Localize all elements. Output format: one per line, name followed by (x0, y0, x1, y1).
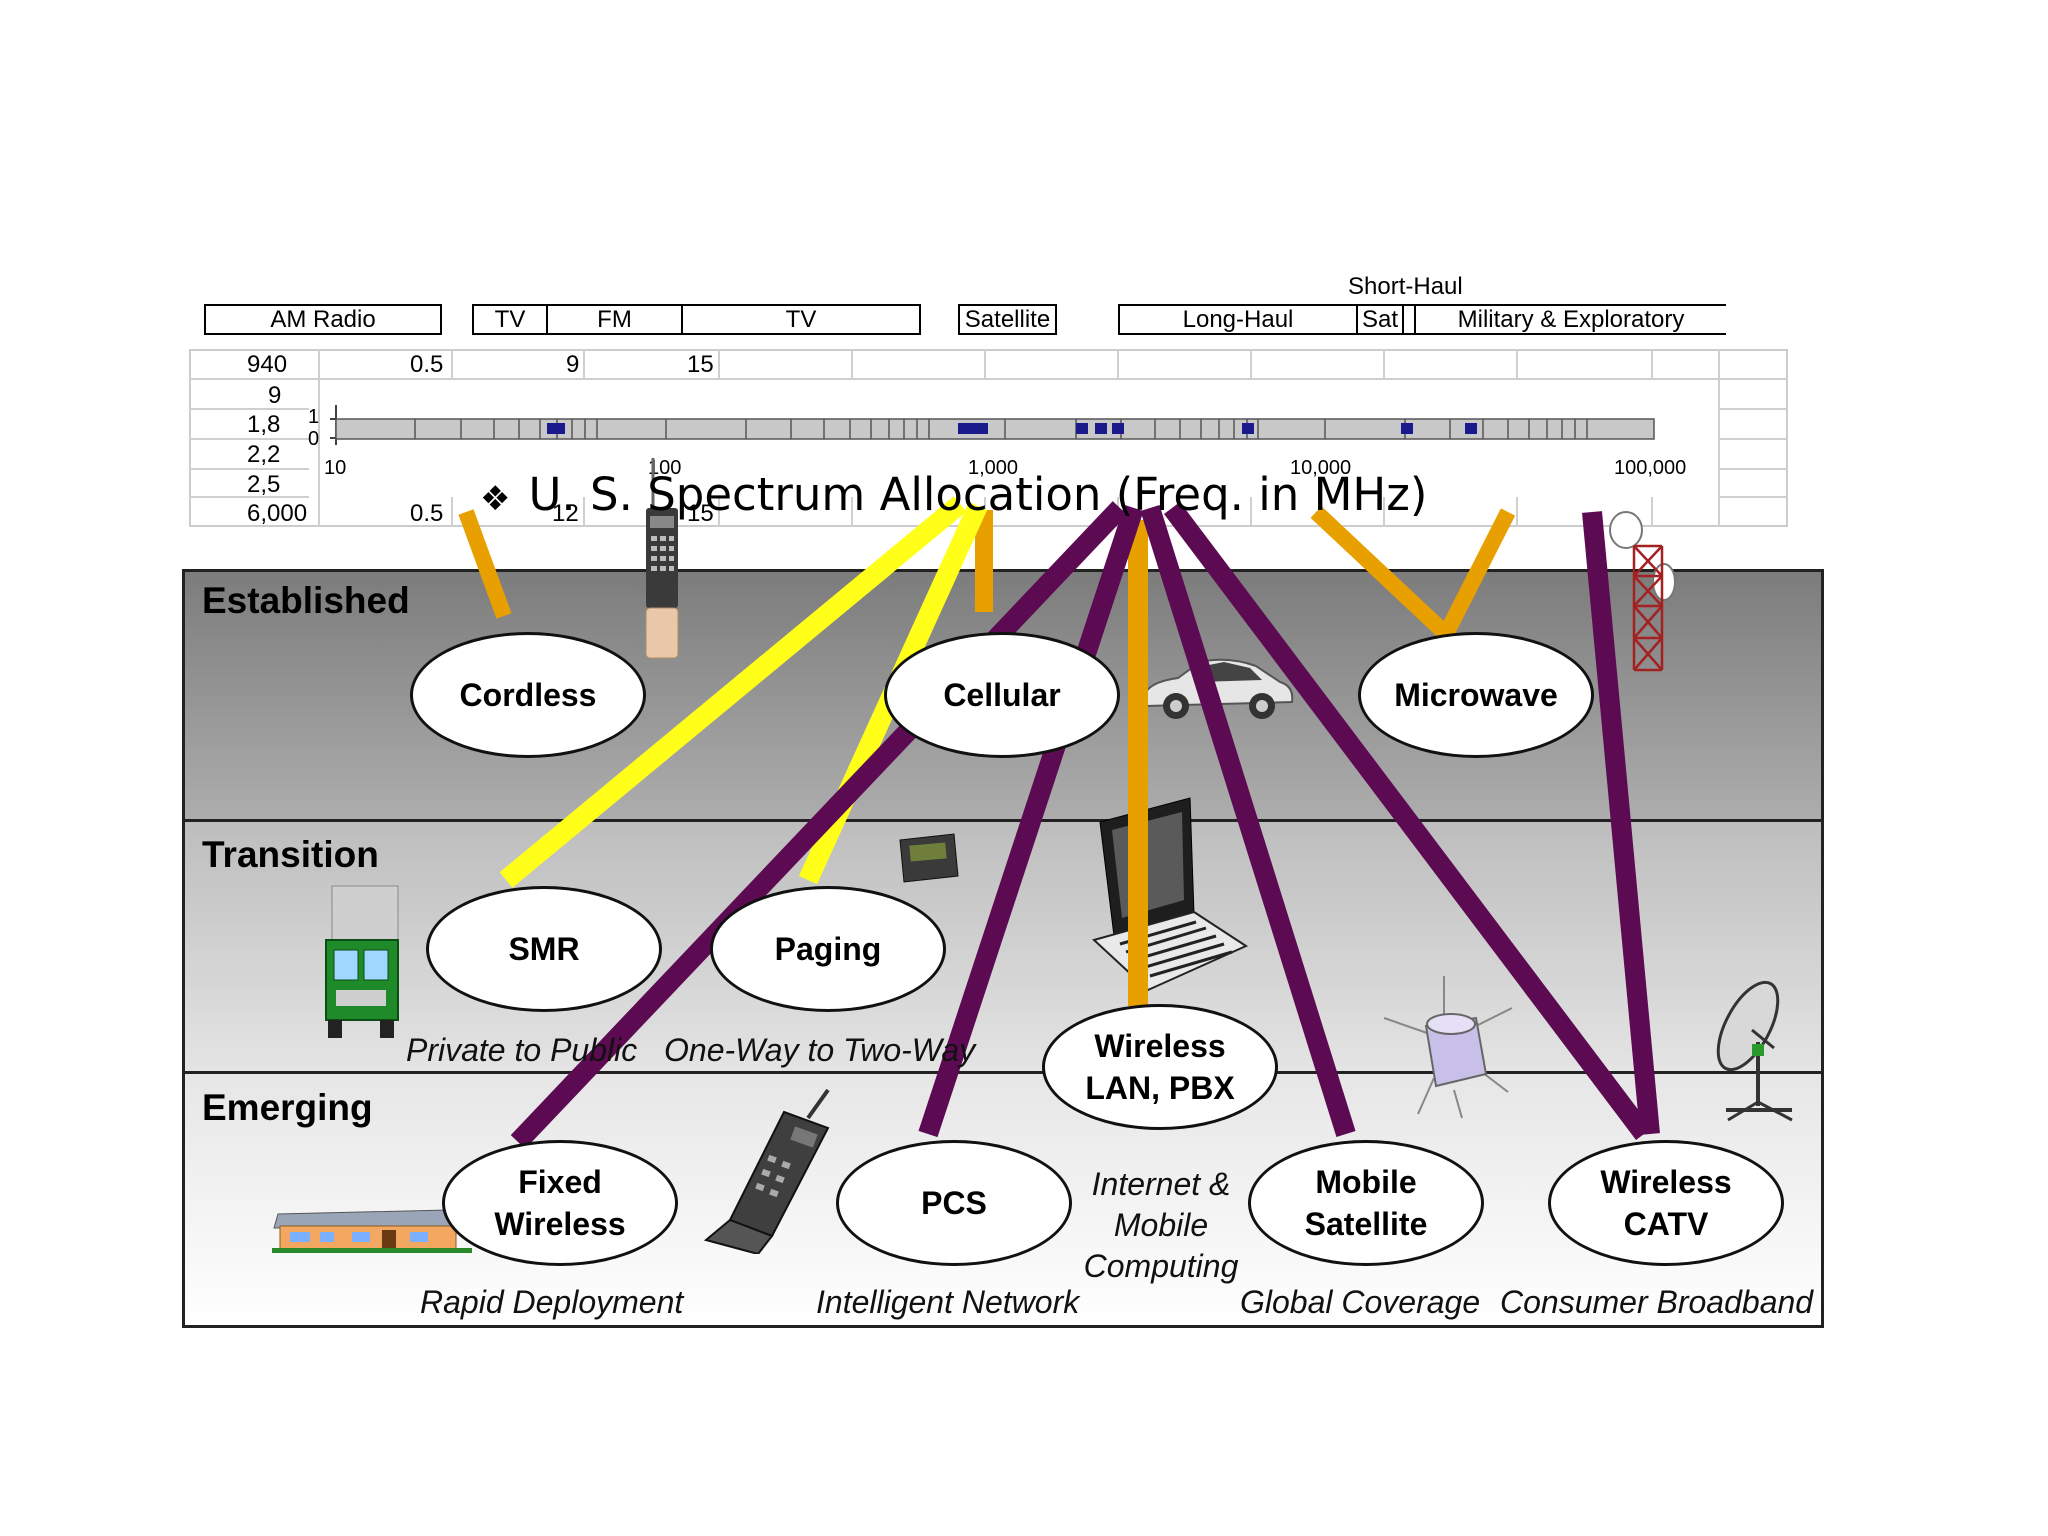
table-cell: 1,8 (247, 411, 281, 438)
caption-rapid-deployment: Rapid Deployment (420, 1284, 684, 1320)
service-cordless: Cordless (410, 632, 646, 758)
truck-icon (325, 885, 399, 1038)
band-am-radio: AM Radio (204, 304, 442, 335)
pager-icon (899, 833, 959, 883)
title-text: U. S. Spectrum Allocation (Freq. in MHz) (528, 468, 1428, 521)
service-fixed-wireless: Fixed Wireless (442, 1140, 678, 1266)
connector-pcs (918, 504, 1144, 1138)
table-cell: 9 (566, 351, 580, 378)
connector-wireless-catv (1164, 501, 1652, 1141)
band-long-haul: Long-Haul (1118, 304, 1358, 335)
connector-wireless-catv-2 (1582, 511, 1660, 1135)
connector-mobile-satellite (1140, 505, 1356, 1137)
service-paging: Paging (710, 886, 946, 1012)
connector-smr (499, 496, 967, 888)
caption-one-way-to-two-way: One-Way to Two-Way (664, 1032, 976, 1068)
table-cell: 0.5 (410, 500, 444, 527)
table-cell: 15 (687, 351, 714, 378)
axis-minor-label: 1 (308, 406, 320, 428)
cell-phone-icon (703, 1088, 830, 1254)
connector-fixed-wireless (510, 501, 1128, 1149)
tier-label-transition: Transition (202, 834, 379, 875)
service-wireless-lan-pbx: Wireless LAN, PBX (1042, 1004, 1278, 1130)
caption-global-coverage: Global Coverage (1240, 1284, 1481, 1320)
caption-intelligent-network: Intelligent Network (816, 1284, 1080, 1320)
table-cell: 12 (552, 500, 579, 527)
satellite-dish-icon (1716, 980, 1793, 1122)
bullet-icon: ❖ (480, 479, 511, 519)
caption-private-to-public: Private to Public (406, 1032, 638, 1068)
table-cell: 15 (687, 500, 714, 527)
band-tv-high: TV (681, 304, 921, 335)
satellite-icon (1383, 976, 1513, 1119)
axis-tick-label: 100 (648, 457, 682, 479)
axis-tick-label: 10 (324, 457, 347, 479)
car-icon (1142, 658, 1294, 719)
page-title: ❖ U. S. Spectrum Allocation (Freq. in MHz… (480, 468, 1427, 521)
service-smr: SMR (426, 886, 662, 1012)
short-haul-label: Short-Haul (1348, 273, 1463, 300)
band-fm: FM (546, 304, 683, 335)
table-cell: 2,5 (247, 471, 281, 498)
band-military-exploratory: Military & Exploratory (1414, 304, 1726, 335)
axis-tick-label: 100,000 (1614, 457, 1687, 479)
axis-tick-label: 1,000 (968, 457, 1019, 479)
caption-internet-mobile-computing: Internet & Mobile Computing (1083, 1166, 1239, 1284)
tier-label-established: Established (202, 580, 410, 621)
service-cellular: Cellular (884, 632, 1120, 758)
table-cell: 940 (247, 351, 288, 378)
axis-tick-label: 10,000 (1290, 457, 1352, 479)
service-wireless-catv: Wireless CATV (1548, 1140, 1784, 1266)
service-pcs: PCS (836, 1140, 1072, 1266)
caption-consumer-broadband: Consumer Broadband (1500, 1284, 1814, 1320)
table-cell: 9 (268, 382, 282, 409)
connector-microwave (1310, 506, 1516, 648)
service-mobile-satellite: Mobile Satellite (1248, 1140, 1484, 1266)
table-cell: 6,000 (247, 500, 308, 527)
service-microwave: Microwave (1358, 632, 1594, 758)
band-satellite: Satellite (958, 304, 1057, 335)
axis-minor-label: 0 (308, 428, 320, 450)
house-icon (272, 1209, 472, 1253)
spectrum-axis (330, 405, 1655, 445)
tier-label-emerging: Emerging (202, 1087, 373, 1128)
table-cell: 2,2 (247, 441, 281, 468)
brick-phone-icon (645, 458, 679, 659)
table-cell: 0.5 (410, 351, 444, 378)
radio-tower-icon (1609, 511, 1676, 672)
connector-cordless (458, 509, 512, 619)
